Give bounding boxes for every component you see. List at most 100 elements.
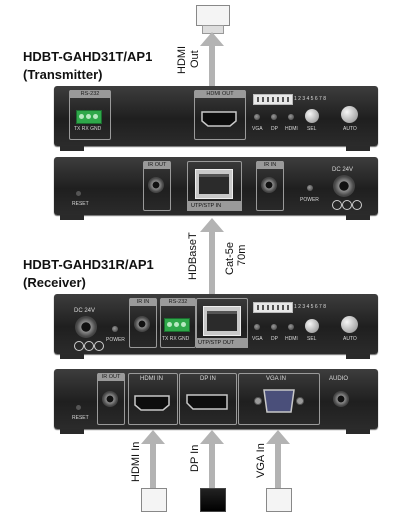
rx-dp-in-port[interactable] bbox=[186, 394, 228, 410]
rx-rear-foot-right bbox=[346, 429, 370, 434]
rx-vga-in-label: VGA IN bbox=[266, 376, 287, 382]
rx-rs232-terminal[interactable] bbox=[164, 318, 190, 332]
link-label-distance: 70m bbox=[236, 244, 248, 266]
tx-ir-out-jack[interactable] bbox=[148, 177, 164, 193]
tx-power-label: POWER bbox=[300, 197, 319, 203]
rx-dip-numbers: 1 2 3 4 5 6 7 8 bbox=[294, 304, 326, 310]
tx-ir-in-label: IR IN bbox=[257, 161, 283, 169]
tx-led-hdmi bbox=[288, 114, 294, 120]
rx-utp-out-port[interactable] bbox=[203, 306, 241, 336]
rx-audio-label: AUDIO bbox=[329, 376, 349, 382]
rx-auto-button[interactable] bbox=[341, 316, 358, 333]
tx-led-label-vga: VGA bbox=[252, 126, 263, 132]
tx-sel-label: SEL bbox=[307, 126, 317, 132]
rx-dc-jack[interactable] bbox=[75, 316, 97, 338]
rx-ir-out-box: IR OUT bbox=[97, 373, 125, 425]
tx-led-label-hdmi: HDMI bbox=[285, 126, 298, 132]
rx-ir-in-jack[interactable] bbox=[134, 316, 150, 332]
rx-reset-label: RESET bbox=[72, 415, 89, 421]
vga-in-label: VGA In bbox=[255, 443, 267, 478]
transmitter-front-panel: RS-232 TX RX GND HDMI OUT 1 2 3 4 5 6 7 … bbox=[54, 86, 378, 146]
tx-ir-out-box: IR OUT bbox=[143, 161, 171, 211]
tx-reset-hole[interactable] bbox=[76, 191, 81, 196]
tx-power-led bbox=[307, 185, 313, 191]
tx-hdmi-out-box: HDMI OUT bbox=[194, 90, 246, 140]
rx-hdmi-in-box bbox=[128, 373, 178, 425]
rx-rs232-box: RS-232 bbox=[160, 298, 196, 348]
rx-dp-in-box bbox=[179, 373, 237, 425]
rx-audio-jack[interactable] bbox=[333, 391, 349, 407]
rx-front-foot-left bbox=[60, 354, 84, 359]
rx-polarity-symbol-1 bbox=[74, 341, 84, 351]
hdmi-in-label: HDMI In bbox=[130, 441, 142, 482]
tx-hdmi-out-port[interactable] bbox=[201, 111, 237, 127]
rx-led-vga bbox=[254, 324, 260, 330]
tx-rear-foot-left bbox=[60, 215, 84, 220]
tx-ir-out-label: IR OUT bbox=[144, 161, 170, 169]
rx-rear-foot-left bbox=[60, 429, 84, 434]
rx-hdmi-in-port[interactable] bbox=[134, 395, 170, 411]
tx-polarity-symbol-3 bbox=[352, 200, 362, 210]
tx-led-vga bbox=[254, 114, 260, 120]
tx-dc-jack[interactable] bbox=[333, 175, 355, 197]
dp-in-arrow bbox=[200, 430, 224, 488]
tx-led-dp bbox=[271, 114, 277, 120]
rx-led-label-dp: DP bbox=[271, 336, 278, 342]
tx-ir-in-box: IR IN bbox=[256, 161, 284, 211]
rx-sel-label: SEL bbox=[307, 336, 317, 342]
tx-polarity-symbol-2 bbox=[342, 200, 352, 210]
transmitter-rear-panel: RESET IR OUT UTP/STP IN IR IN POWER DC 2… bbox=[54, 157, 378, 215]
rx-front-foot-right bbox=[346, 354, 370, 359]
rx-dip-switch[interactable] bbox=[253, 302, 293, 313]
rx-ir-out-jack[interactable] bbox=[102, 391, 118, 407]
tx-rs232-box: RS-232 bbox=[69, 90, 111, 140]
tx-polarity-symbol-1 bbox=[332, 200, 342, 210]
rx-reset-hole[interactable] bbox=[76, 405, 81, 410]
rx-polarity-symbol-2 bbox=[84, 341, 94, 351]
tx-auto-button[interactable] bbox=[341, 106, 358, 123]
tx-rear-foot-right bbox=[346, 215, 370, 220]
rx-led-label-hdmi: HDMI bbox=[285, 336, 298, 342]
hdmi-out-arrow bbox=[200, 32, 224, 88]
tx-hdmi-out-label: HDMI OUT bbox=[195, 90, 245, 98]
tx-reset-label: RESET bbox=[72, 201, 89, 207]
rx-utp-label-plate bbox=[196, 338, 248, 348]
tx-utp-label: UTP/STP IN bbox=[191, 203, 222, 209]
hdmi-out-cable-connector bbox=[196, 5, 230, 26]
rx-power-led bbox=[112, 326, 118, 332]
link-label-hdbaset: HDBaseT bbox=[187, 232, 199, 280]
rx-power-label: POWER bbox=[106, 337, 125, 343]
rx-ir-in-label: IR IN bbox=[130, 298, 156, 306]
transmitter-role: (Transmitter) bbox=[23, 67, 103, 82]
vga-in-cable-connector bbox=[266, 488, 292, 512]
rx-sel-button[interactable] bbox=[305, 319, 319, 333]
tx-dip-numbers: 1 2 3 4 5 6 7 8 bbox=[294, 96, 326, 102]
tx-utp-in-port[interactable] bbox=[195, 169, 233, 199]
tx-sel-button[interactable] bbox=[305, 109, 319, 123]
rx-dc-label: DC 24V bbox=[74, 308, 96, 314]
link-label-cat5e: Cat-5e bbox=[224, 241, 236, 275]
tx-rs232-terminal[interactable] bbox=[76, 110, 102, 124]
rx-polarity-symbol-3 bbox=[94, 341, 104, 351]
tx-dip-switch[interactable] bbox=[253, 94, 293, 105]
tx-front-foot-right bbox=[346, 146, 370, 151]
transmitter-model: HDBT-GAHD31T/AP1 bbox=[23, 49, 153, 64]
tx-ir-in-jack[interactable] bbox=[261, 177, 277, 193]
rx-led-dp bbox=[271, 324, 277, 330]
rx-vga-in-port[interactable] bbox=[254, 387, 304, 415]
receiver-front-panel: DC 24V POWER IR IN RS-232 TX RX GND UTP/… bbox=[54, 294, 378, 354]
tx-dc-label: DC 24V bbox=[332, 167, 354, 173]
rx-rs232-label: RS-232 bbox=[161, 298, 195, 306]
rx-dp-in-label: DP IN bbox=[200, 376, 216, 382]
tx-utp-label-plate bbox=[187, 201, 242, 211]
rx-rs232-pins: TX RX GND bbox=[162, 336, 190, 342]
rx-auto-label: AUTO bbox=[343, 336, 357, 342]
dp-in-cable-connector bbox=[200, 488, 226, 512]
tx-auto-label: AUTO bbox=[343, 126, 357, 132]
hdmi-out-label-out: Out bbox=[189, 50, 201, 68]
hdmi-out-label-hdmi: HDMI bbox=[176, 45, 188, 74]
hdbaset-link-arrow bbox=[200, 218, 224, 306]
receiver-role: (Receiver) bbox=[23, 275, 86, 290]
tx-led-label-dp: DP bbox=[271, 126, 278, 132]
rx-ir-out-label: IR OUT bbox=[98, 373, 124, 381]
